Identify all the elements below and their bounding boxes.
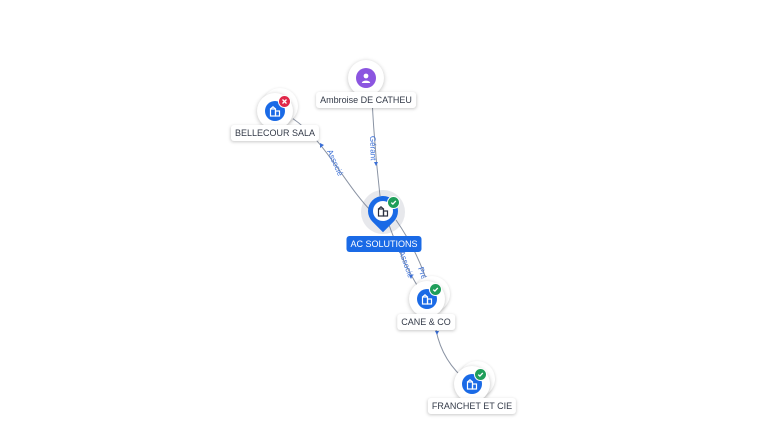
edge-arrow (409, 275, 413, 279)
building-icon (421, 294, 433, 305)
edge-arrow (320, 143, 324, 148)
node-label: CANE & CO (397, 314, 455, 330)
active-badge-icon (429, 283, 442, 296)
active-badge-icon (387, 196, 400, 209)
building-icon (269, 106, 281, 117)
node-label-main: AC SOLUTIONS (346, 236, 422, 252)
person-disc (356, 68, 376, 88)
node-label: FRANCHET ET CIE (427, 398, 517, 414)
edge-label-associe-bellecour: Associé (325, 148, 345, 178)
edge-label-gerant: Gérant (368, 136, 378, 162)
building-icon (466, 379, 478, 390)
edge-arrow (435, 331, 439, 335)
edge-arrow (374, 162, 378, 166)
user-icon (361, 73, 371, 83)
active-badge-icon (474, 368, 487, 381)
edge-label-associe-cane: Associé (397, 250, 415, 280)
edge-person-main (371, 97, 381, 197)
building-icon (377, 206, 389, 217)
closed-badge-icon (278, 95, 291, 108)
node-label: Ambroise DE CATHEU (316, 92, 416, 108)
node-label: BELLECOUR SALA (230, 125, 320, 141)
